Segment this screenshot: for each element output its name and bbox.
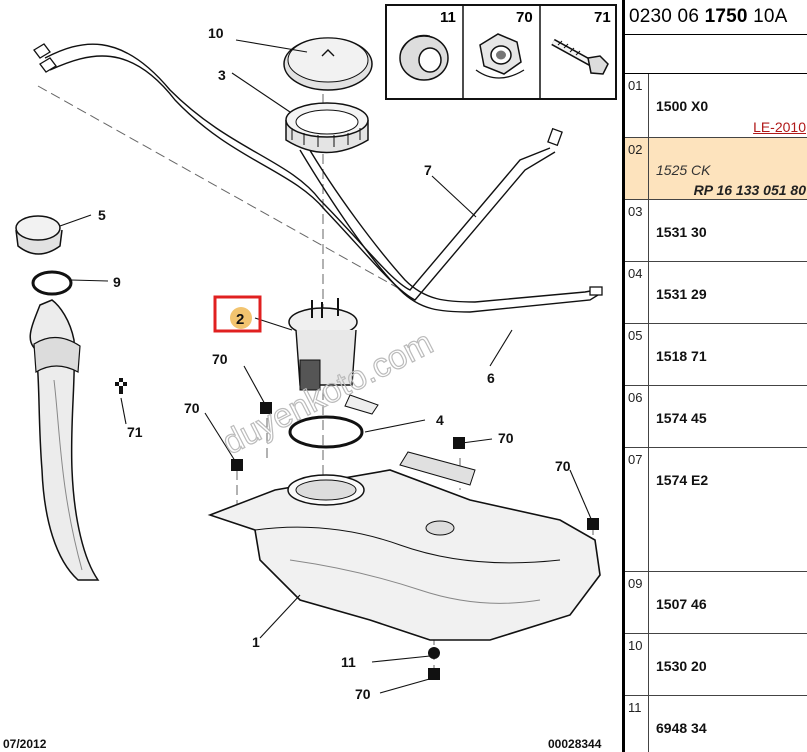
part-code: 6948 34: [656, 720, 707, 736]
callout-11: 11: [341, 654, 356, 670]
callout-70-c: 70: [498, 430, 514, 446]
inset-label-70: 70: [516, 9, 533, 26]
part-row-03[interactable]: 03 1531 30: [625, 200, 807, 262]
callout-4: 4: [436, 412, 444, 428]
fastener-markers: [115, 378, 599, 680]
header-suffix: 10A: [747, 6, 788, 27]
callout-70-d: 70: [555, 458, 571, 474]
part-code: 1531 30: [656, 224, 707, 240]
part-code: 1530 20: [656, 658, 707, 674]
row-index: 02: [625, 138, 649, 199]
panel-header: 0230 06 1750 10A: [625, 0, 807, 34]
fastener-inset: 11 70 71: [385, 4, 617, 100]
inset-label-11: 11: [440, 9, 456, 26]
part-code: 1574 45: [656, 410, 707, 426]
callout-10: 10: [208, 25, 224, 41]
panel-subheader: [625, 34, 807, 74]
part-note-link[interactable]: LE-2010: [753, 119, 806, 135]
flange-nut-icon: [475, 33, 525, 79]
part-row-09[interactable]: 09 1507 46: [625, 572, 807, 634]
grommet-icon: [399, 34, 449, 81]
part-row-11[interactable]: 11 6948 34: [625, 696, 807, 752]
header-prefix: 0230 06: [629, 6, 705, 27]
part-10-cap: [283, 37, 373, 91]
filler-neck: [29, 299, 100, 581]
part-ref: RP 16 133 051 80: [693, 182, 806, 198]
part-2-pump-module: [288, 298, 379, 415]
callout-71: 71: [127, 424, 143, 440]
part-1-fuel-tank: [207, 451, 601, 641]
part-row-01[interactable]: 01 1500 X0 LE-2010: [625, 74, 807, 138]
callout-1: 1: [252, 634, 260, 650]
row-index: 06: [625, 386, 649, 447]
row-index: 05: [625, 324, 649, 385]
part-5-filler-cap: [15, 215, 63, 255]
row-index: 04: [625, 262, 649, 323]
footer-date: 07/2012: [3, 737, 47, 751]
part-row-02[interactable]: 02 1525 CK RP 16 133 051 80: [625, 138, 807, 200]
bolt-icon: [551, 38, 609, 75]
callout-70-e: 70: [355, 686, 371, 702]
header-bold: 1750: [704, 6, 748, 27]
callout-9: 9: [113, 274, 121, 290]
part-row-04[interactable]: 04 1531 29: [625, 262, 807, 324]
row-index: 10: [625, 634, 649, 695]
footer-ref: 00028344: [548, 737, 602, 751]
part-4-seal-ring: [288, 415, 364, 449]
row-index: 01: [625, 74, 649, 137]
parts-list-panel: 0230 06 1750 10A 01 1500 X0 LE-2010 02 1…: [622, 0, 807, 752]
part-row-05[interactable]: 05 1518 71: [625, 324, 807, 386]
part-9-seal: [31, 270, 73, 296]
part-row-06[interactable]: 06 1574 45: [625, 386, 807, 448]
parts-diagram: 11 70 71: [3, 4, 617, 751]
callout-5: 5: [98, 207, 106, 223]
part-3-lock-ring: [285, 102, 369, 154]
row-index: 09: [625, 572, 649, 633]
callout-70-b: 70: [184, 400, 200, 416]
callout-70-a: 70: [212, 351, 228, 367]
callout-2-highlight[interactable]: 2: [213, 295, 262, 333]
part-code: 1507 46: [656, 596, 707, 612]
inset-label-71: 71: [594, 9, 611, 26]
callout-2: 2: [236, 311, 244, 328]
part-code: 1500 X0: [656, 98, 709, 114]
callout-3: 3: [218, 67, 226, 83]
row-index: 07: [625, 448, 649, 571]
part-code: 1525 CK: [656, 162, 711, 178]
part-row-07[interactable]: 07 1574 E2: [625, 448, 807, 572]
part-code: 1518 71: [656, 348, 707, 364]
part-code: 1531 29: [656, 286, 707, 302]
callout-7: 7: [424, 162, 432, 178]
part-row-10[interactable]: 10 1530 20: [625, 634, 807, 696]
callout-6: 6: [487, 370, 495, 386]
row-index: 03: [625, 200, 649, 261]
row-index: 11: [625, 696, 649, 752]
part-code: 1574 E2: [656, 472, 709, 488]
